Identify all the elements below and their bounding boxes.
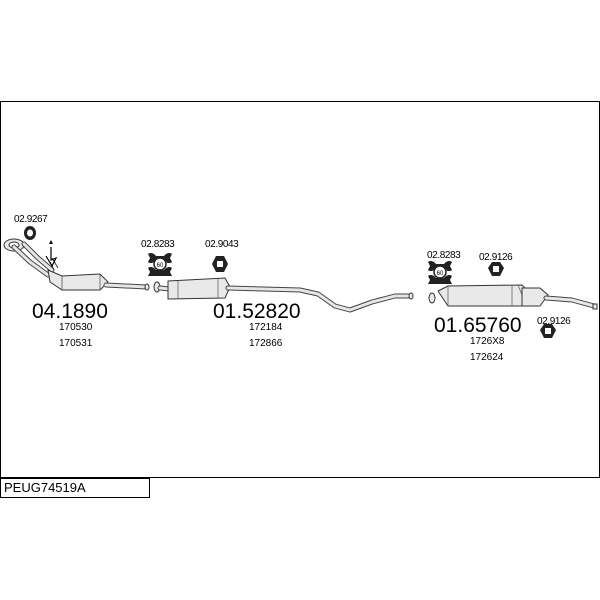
accessory-code: 02.9126 <box>479 252 513 263</box>
reference-code-box: PEUG74519A <box>0 478 150 498</box>
gasket-icon[interactable] <box>24 226 36 240</box>
clamp-icon[interactable]: 60 <box>148 252 172 276</box>
part-reference: 1726X8 <box>470 336 505 347</box>
part-number: 04.1890 <box>32 300 108 323</box>
rubber-hanger-icon[interactable] <box>212 256 228 272</box>
accessory-code: 02.8283 <box>427 250 461 261</box>
accessory-code: 02.9043 <box>205 239 239 250</box>
rubber-hanger-icon[interactable] <box>540 324 556 338</box>
part-reference: 170530 <box>59 322 93 333</box>
rear-silencer[interactable] <box>428 284 598 310</box>
part-reference: 172866 <box>249 338 283 349</box>
part-reference: 170531 <box>59 338 93 349</box>
clamp-mark: 60 <box>157 263 164 269</box>
clamp-mark: 60 <box>437 271 444 277</box>
accessory-code: 02.9126 <box>537 316 571 327</box>
front-pipe[interactable] <box>3 238 150 291</box>
middle-silencer[interactable] <box>153 277 414 313</box>
bracket-icon <box>45 240 58 268</box>
accessory-code: 02.8283 <box>141 239 175 250</box>
accessory-code: 02.9267 <box>14 214 48 225</box>
part-number: 01.52820 <box>213 300 301 323</box>
part-reference: 172624 <box>470 352 504 363</box>
clamp-icon[interactable]: 60 <box>428 260 452 284</box>
part-number: 01.65760 <box>434 314 522 337</box>
rubber-hanger-icon[interactable] <box>488 262 504 276</box>
reference-code: PEUG74519A <box>4 480 86 495</box>
part-reference: 172184 <box>249 322 283 333</box>
